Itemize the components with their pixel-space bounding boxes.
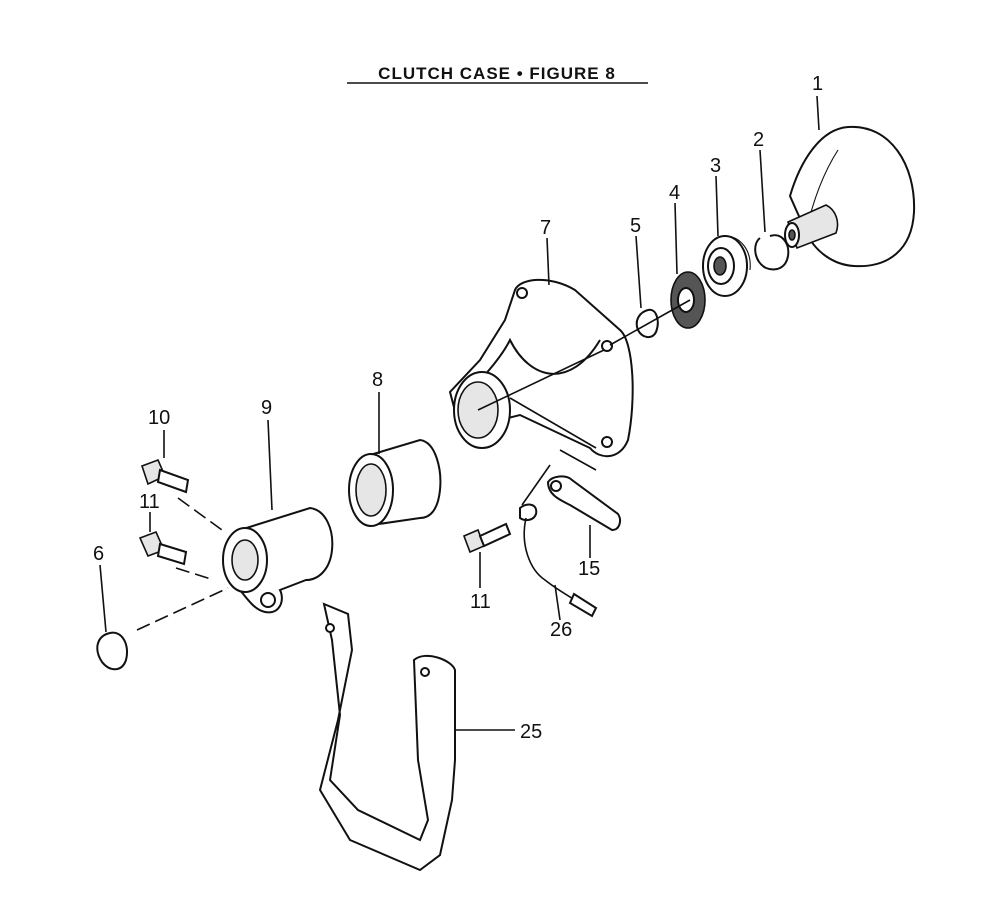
callout-26: 26 [550, 619, 572, 641]
figure-title: CLUTCH CASE • FIGURE 8 [378, 64, 616, 83]
callout-6: 6 [93, 543, 104, 565]
bolt-part-10 [140, 458, 190, 494]
callout-9: 9 [261, 397, 272, 419]
snap-ring-part-6 [96, 631, 128, 671]
leader-lines [99, 95, 820, 731]
handle-bracket-part-25 [318, 602, 456, 872]
ground-wire-part-26 [519, 503, 598, 618]
sleeve-part-8 [348, 438, 442, 527]
clutch-case-part-7 [448, 278, 634, 458]
callout-2: 2 [753, 129, 764, 151]
clutch-drum-part-1 [784, 125, 916, 268]
callout-25: 25 [520, 721, 542, 743]
callout-4: 4 [669, 182, 680, 204]
callout-7: 7 [540, 217, 551, 239]
callout-3: 3 [710, 155, 721, 177]
snap-ring-part-2 [754, 234, 790, 271]
callout-11-left: 11 [139, 491, 160, 513]
callout-5: 5 [630, 215, 641, 237]
washer-part-4 [670, 271, 706, 329]
callout-11-right: 11 [470, 591, 491, 613]
bearing-part-3 [702, 235, 751, 297]
callout-15: 15 [578, 558, 600, 580]
bolt-part-11-right [462, 522, 512, 554]
clamp-part-9 [222, 506, 334, 614]
callout-8: 8 [372, 369, 383, 391]
callout-1: 1 [812, 73, 823, 95]
callout-10: 10 [148, 407, 170, 429]
bolt-part-11-left [138, 530, 188, 566]
lever-part-15 [546, 475, 621, 532]
